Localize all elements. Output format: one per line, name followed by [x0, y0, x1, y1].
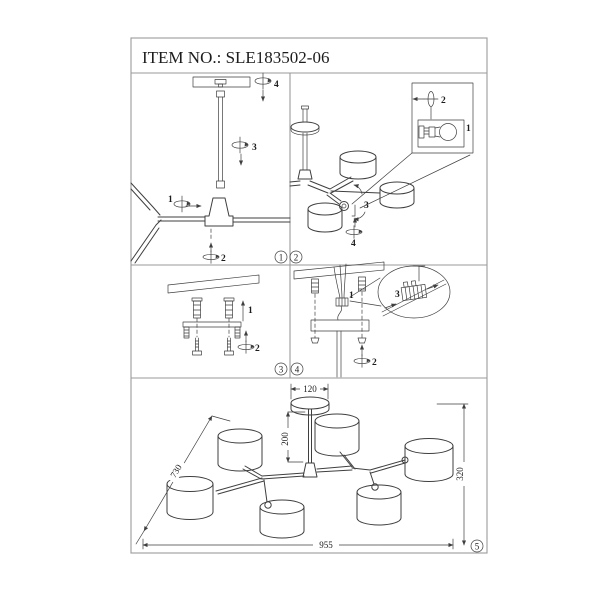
svg-text:4: 4	[295, 365, 300, 375]
rotate-icon	[231, 136, 249, 166]
branch-arms	[215, 451, 409, 509]
dimension-rod-drop: 200	[280, 411, 306, 463]
arm-hub	[289, 169, 381, 205]
mount-plate	[192, 76, 251, 88]
panel-number: 2	[289, 250, 303, 264]
step-label: 2	[221, 254, 226, 264]
dimension-total-width: 955	[142, 538, 454, 550]
lamp-shade	[259, 499, 305, 539]
t-connector	[204, 197, 291, 227]
svg-text:2: 2	[294, 253, 299, 263]
ceiling-hatch	[167, 274, 260, 294]
screw	[192, 337, 202, 356]
rotate-icon	[412, 91, 439, 107]
wall-anchor	[223, 297, 235, 319]
step-label: 1	[466, 124, 471, 134]
panel-3-bracket: 1 2 3	[167, 274, 288, 376]
branch-arm	[130, 182, 206, 264]
svg-text:955: 955	[319, 540, 333, 550]
dimension-shade-span: 730	[135, 415, 231, 545]
center-rod	[302, 408, 318, 478]
svg-text:320: 320	[455, 467, 465, 481]
svg-text:3: 3	[279, 365, 284, 375]
dimension-canopy-width: 120	[290, 383, 329, 400]
ceiling-canopy	[290, 105, 320, 171]
down-rod	[216, 90, 225, 189]
canopy-plate	[310, 319, 370, 378]
panel-number: 3	[274, 362, 288, 376]
panel-1-rod-assembly: 4 3 1	[130, 72, 291, 264]
terminal-inset: 3	[377, 265, 451, 319]
rotate-icon	[254, 72, 272, 102]
panel-number: 4	[290, 362, 304, 376]
lamp-shade	[379, 181, 415, 209]
screwdriver-icon	[412, 265, 426, 282]
sheet-frame	[130, 37, 488, 554]
lamp-shade	[217, 428, 263, 472]
panel-5-dimensions: 120 200 730 955	[135, 383, 484, 553]
ceiling-hatch	[293, 261, 385, 280]
svg-text:200: 200	[280, 432, 290, 446]
step-label: 3	[364, 201, 369, 211]
step-label: 4	[351, 239, 356, 249]
lamp-shade	[314, 413, 360, 457]
lamp-socket	[339, 201, 349, 211]
svg-text:120: 120	[303, 384, 317, 394]
lamp-shade	[339, 150, 377, 180]
svg-text:5: 5	[475, 542, 480, 552]
nut	[310, 337, 367, 344]
wall-anchor	[358, 276, 366, 292]
panel-number: 1	[274, 250, 288, 264]
step-label: 2	[255, 344, 260, 354]
supply-wires	[333, 263, 349, 321]
rotate-icon	[345, 217, 363, 239]
step-label: 3	[395, 290, 400, 300]
bulb-icon	[417, 119, 465, 148]
step-label: 4	[274, 80, 279, 90]
lamp-shade	[404, 438, 454, 482]
bulb-inset: 2 1	[411, 82, 474, 154]
ceiling-canopy	[290, 396, 330, 416]
mounting-bracket	[182, 321, 242, 339]
screw	[224, 337, 234, 356]
step-label: 3	[252, 143, 257, 153]
dimension-total-height: 320	[436, 403, 469, 546]
terminal-block	[400, 280, 428, 301]
svg-text:1: 1	[279, 253, 284, 263]
rotate-icon	[202, 242, 220, 264]
lamp-shade	[356, 484, 402, 526]
wall-anchor	[191, 297, 203, 319]
step-label: 2	[372, 358, 377, 368]
item-number-title: ITEM NO.: SLE183502-06	[142, 48, 329, 67]
step-label: 1	[168, 195, 173, 205]
step-label: 2	[441, 96, 446, 106]
lamp-shade	[166, 476, 214, 520]
lamp-shade	[307, 202, 343, 233]
panel-number: 5	[470, 539, 484, 553]
rotate-icon	[353, 344, 371, 368]
rotate-icon	[173, 195, 202, 213]
wall-anchor	[311, 278, 319, 294]
panel-2-shade-bulb: 3 4 2	[289, 82, 474, 264]
panel-4-wiring: 1 2	[290, 261, 451, 378]
rotate-icon	[237, 330, 255, 354]
step-label: 1	[248, 306, 253, 316]
